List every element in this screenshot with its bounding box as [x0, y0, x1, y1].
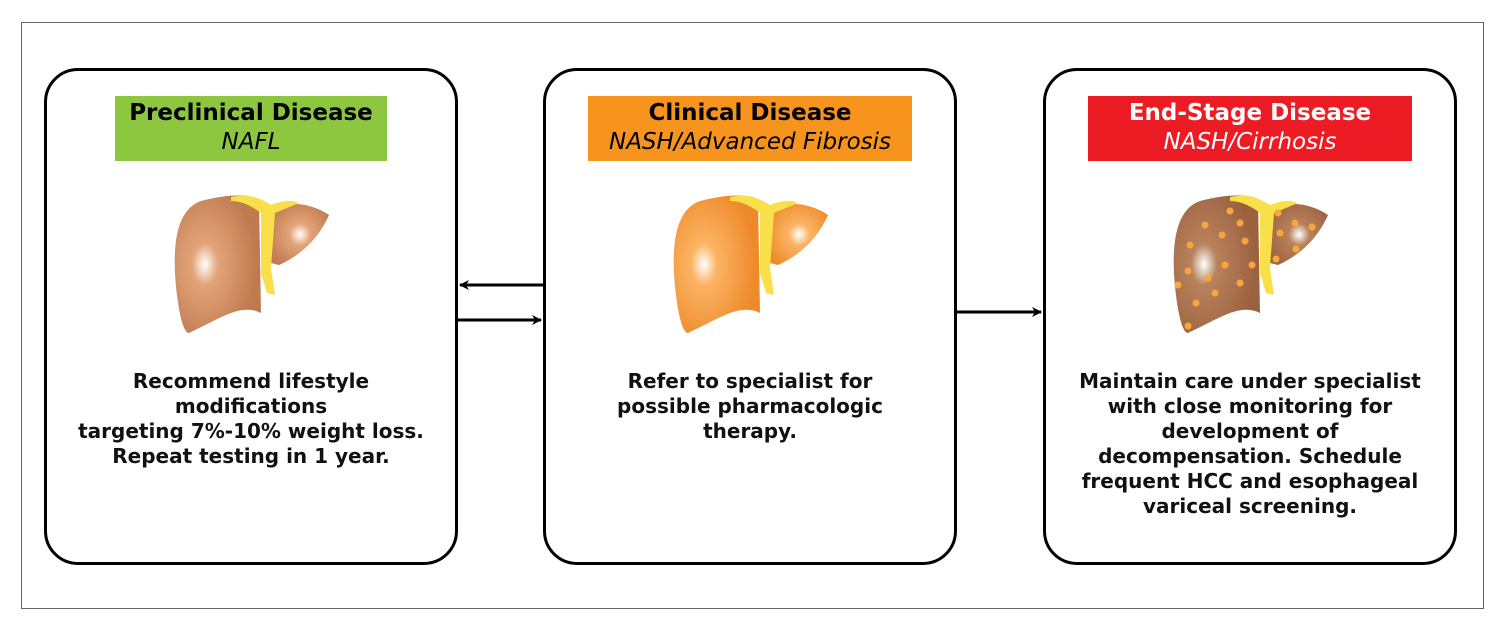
description-line: with close monitoring for: [1107, 394, 1393, 418]
stage-title: Preclinical Disease: [129, 100, 373, 126]
description-line: therapy.: [703, 419, 797, 443]
description-line: Refer to specialist for: [627, 369, 873, 393]
stage-card-end-stage: End-Stage Disease NASH/Cirrhosis Maintai…: [1043, 68, 1457, 565]
description-line: decompensation. Schedule: [1098, 444, 1402, 468]
stage-banner-clinical: Clinical Disease NASH/Advanced Fibrosis: [588, 96, 912, 161]
stage-description: Recommend lifestyle modifications target…: [57, 369, 445, 469]
description-line: Recommend lifestyle: [132, 369, 370, 393]
stage-description: Maintain care under specialist with clos…: [1056, 369, 1444, 519]
description-line: targeting 7%-10% weight loss.: [78, 419, 424, 443]
stage-title: End-Stage Disease: [1128, 100, 1372, 126]
description-line: Repeat testing in 1 year.: [112, 444, 390, 468]
stage-description: Refer to specialist for possible pharmac…: [556, 369, 944, 444]
cirrhotic-liver-icon: [1173, 195, 1328, 333]
stage-banner-preclinical: Preclinical Disease NAFL: [115, 96, 387, 161]
stage-title: Clinical Disease: [648, 100, 852, 126]
description-line: development of: [1161, 419, 1339, 443]
fatty-liver-icon: [673, 195, 828, 333]
stage-subtitle: NASH/Cirrhosis: [1163, 129, 1337, 155]
stage-banner-end-stage: End-Stage Disease NASH/Cirrhosis: [1088, 96, 1412, 161]
description-line: frequent HCC and esophageal: [1081, 469, 1419, 493]
stage-subtitle: NAFL: [221, 129, 281, 155]
description-line: modifications: [174, 394, 328, 418]
stage-card-clinical: Clinical Disease NASH/Advanced Fibrosis …: [543, 68, 957, 565]
healthy-liver-icon: [174, 195, 329, 333]
description-line: Maintain care under specialist: [1079, 369, 1421, 393]
description-line: possible pharmacologic: [617, 394, 883, 418]
figure-frame: [21, 22, 1484, 609]
description-line: variceal screening.: [1143, 494, 1357, 518]
stage-subtitle: NASH/Advanced Fibrosis: [608, 129, 891, 155]
stage-card-preclinical: Preclinical Disease NAFL Recommend lifes…: [44, 68, 458, 565]
